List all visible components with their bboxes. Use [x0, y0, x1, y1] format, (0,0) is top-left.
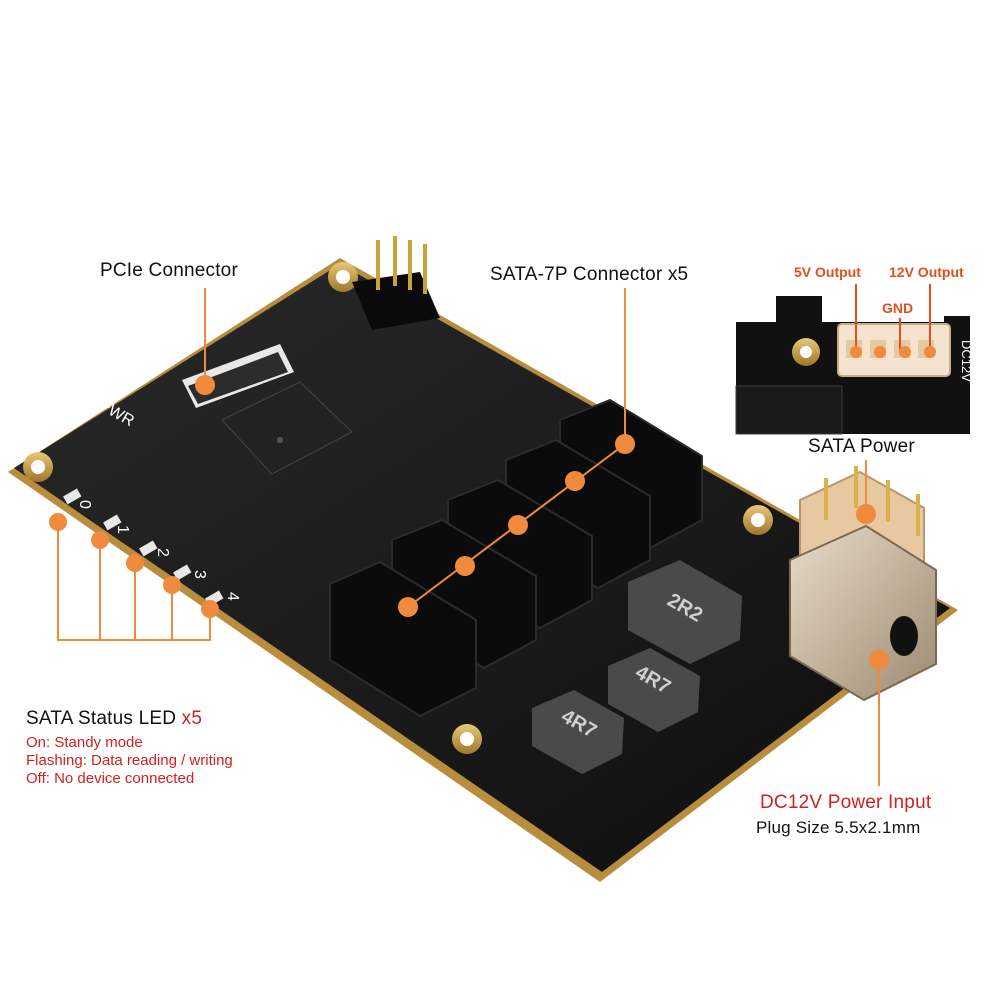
led-0-silkscreen: 0: [76, 500, 93, 509]
5v-output-label: 5V Output: [794, 264, 861, 280]
sata-status-led-label: SATA Status LED x5: [26, 708, 202, 730]
dc12v-input-label: DC12V Power Input: [760, 792, 932, 813]
inset-dc12v-silkscreen: DC12V: [959, 340, 974, 382]
sata-connectors: [329, 398, 703, 718]
pcie-connector-label: PCIe Connector: [100, 260, 238, 281]
inductors: [532, 560, 742, 774]
led-2-silkscreen: 2: [154, 548, 171, 557]
mounting-holes: [23, 262, 773, 754]
sata-7p-label: SATA-7P Connector x5: [490, 264, 689, 285]
dc-power-jack: [789, 524, 937, 702]
status-off-note: Off: No device connected: [26, 770, 195, 787]
status-leds: [63, 488, 224, 607]
status-led-count: x5: [181, 708, 203, 729]
plug-size-label: Plug Size 5.5x2.1mm: [756, 818, 921, 837]
led-1-silkscreen: 1: [114, 525, 131, 534]
led-4-silkscreen: 4: [224, 592, 241, 601]
controller-chip: [221, 381, 353, 475]
status-led-title: SATA Status LED: [26, 708, 177, 729]
inset-callout-dots: [850, 346, 936, 358]
callout-lines: [57, 288, 880, 786]
status-on-note: On: Standy mode: [26, 734, 143, 751]
status-flashing-note: Flashing: Data reading / writing: [26, 752, 233, 769]
pin-header: [352, 236, 440, 330]
12v-output-label: 12V Output: [889, 264, 964, 280]
callout-dots: [49, 375, 889, 670]
led-3-silkscreen: 3: [191, 570, 208, 579]
inset-callout-lines: [855, 284, 931, 350]
gnd-label: GND: [882, 300, 914, 316]
sata-power-inset: DC12V: [735, 296, 974, 435]
sata-power-label: SATA Power: [808, 436, 915, 457]
